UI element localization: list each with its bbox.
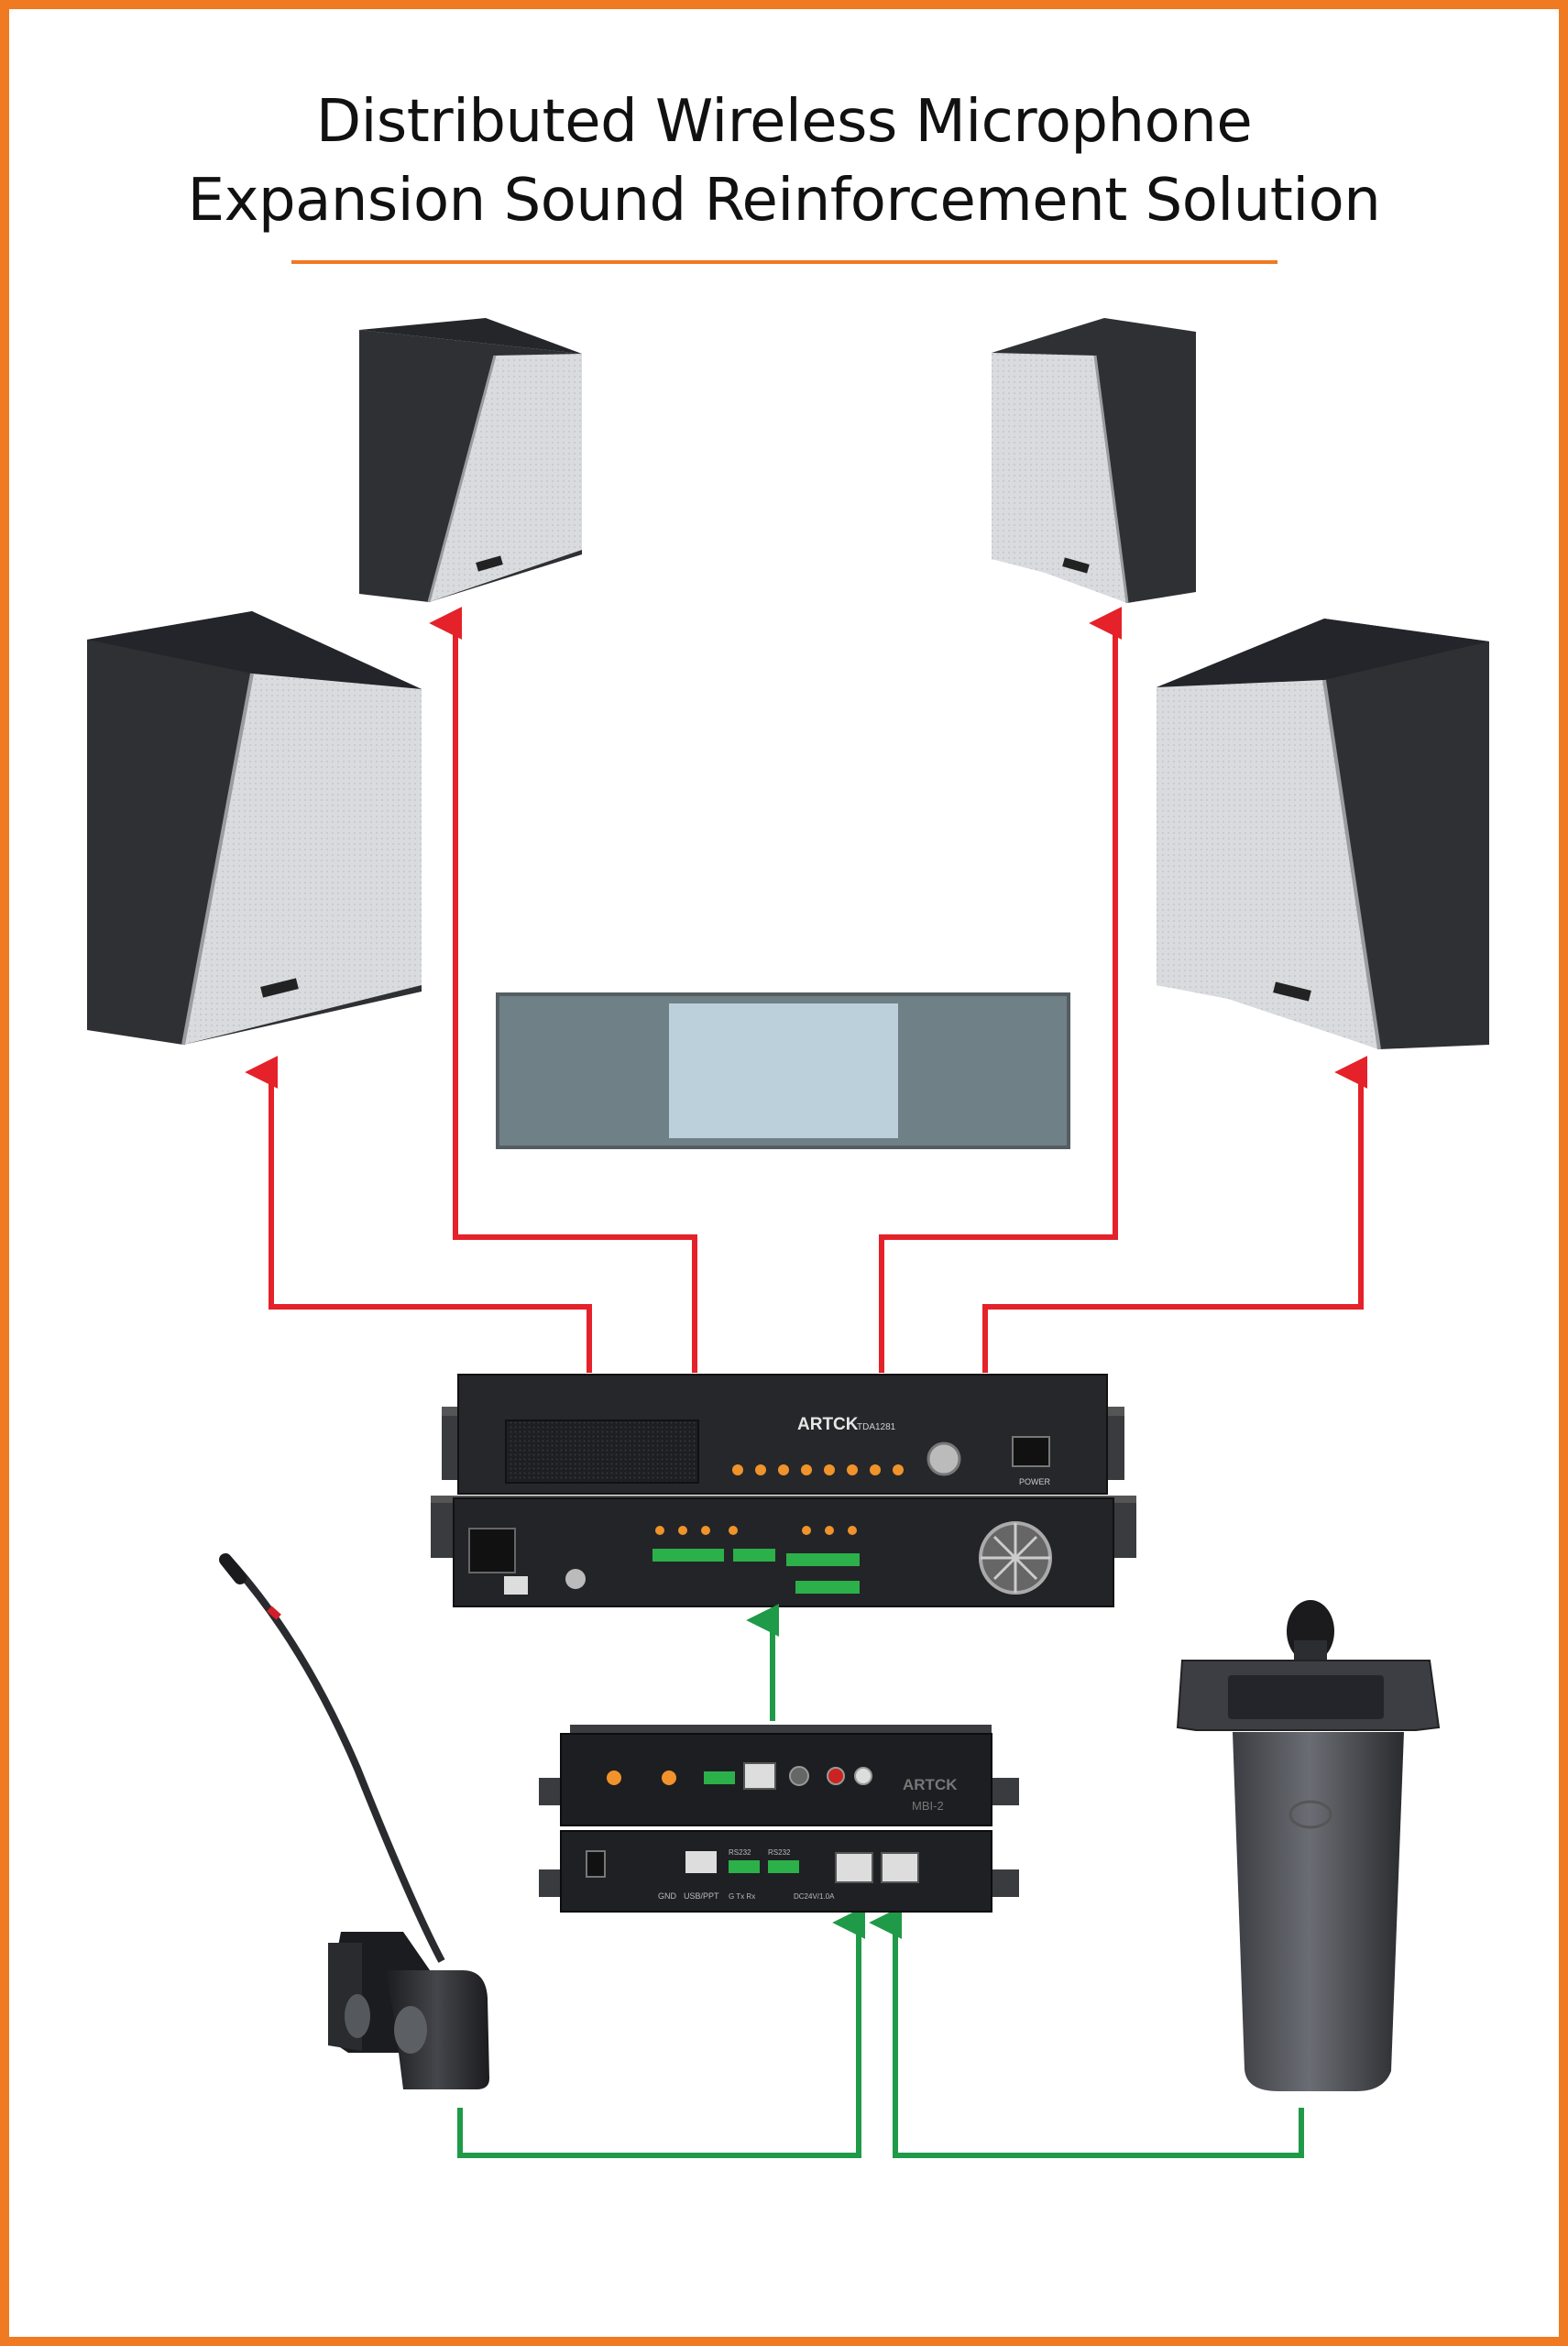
power-label: POWER — [1019, 1477, 1051, 1486]
master-volume-knob — [927, 1442, 961, 1476]
interface-model: MBI-2 — [912, 1799, 944, 1813]
port-label-dc: DC24V/1.0A — [794, 1892, 835, 1901]
rj45-port-1 — [835, 1852, 873, 1883]
amplifier-knobs — [732, 1464, 904, 1475]
port-label-gnd: GND — [658, 1891, 677, 1901]
terminal-blocks — [652, 1549, 860, 1594]
output-links — [245, 607, 1368, 1373]
speaker-top-right — [992, 318, 1196, 604]
speaker-bottom-right — [1157, 619, 1489, 1050]
port-label-txrx: G Tx Rx — [729, 1892, 755, 1901]
title-line-2: Expansion Sound Reinforcement Solution — [187, 167, 1381, 235]
port-label-usb: USB/PPT — [684, 1891, 719, 1901]
page-title: Distributed Wireless Microphone Expansio… — [0, 82, 1568, 240]
title-line-1: Distributed Wireless Microphone — [315, 88, 1253, 156]
power-amplifier: ARTCK TDA1281 POWER — [431, 1374, 1136, 1607]
amplifier-model: TDA1281 — [857, 1422, 896, 1432]
link-to-speaker-bottom-right — [982, 1056, 1368, 1373]
rj45-port-2 — [881, 1852, 919, 1883]
interface-brand: ARTCK — [903, 1776, 958, 1793]
speaker-top-left — [359, 318, 582, 603]
bnc-port — [565, 1569, 586, 1589]
ceiling-microphone — [1176, 1600, 1441, 2091]
link-ceiling-to-interface — [869, 1906, 1304, 2158]
power-switch — [1012, 1436, 1050, 1467]
link-to-speaker-bottom-left — [245, 1056, 592, 1373]
gooseneck-microphone — [219, 1553, 489, 2089]
usb-port — [504, 1576, 528, 1595]
speaker-bottom-left — [87, 611, 422, 1046]
display-panel — [496, 992, 1070, 1149]
amplifier-brand: ARTCK — [797, 1415, 859, 1434]
link-to-speaker-top-left — [429, 607, 697, 1373]
ac-inlet — [468, 1528, 516, 1573]
port-label-rs232-a: RS232 — [729, 1848, 751, 1857]
title-underline — [291, 260, 1277, 264]
link-gooseneck-to-interface — [457, 1906, 866, 2158]
interface-box: ARTCK MBI-2 GND USB/PPT RS232 RS232 G Tx… — [539, 1725, 1019, 1913]
input-links — [457, 1604, 1304, 2158]
link-to-speaker-top-right — [879, 607, 1123, 1373]
port-label-rs232-b: RS232 — [768, 1848, 791, 1857]
